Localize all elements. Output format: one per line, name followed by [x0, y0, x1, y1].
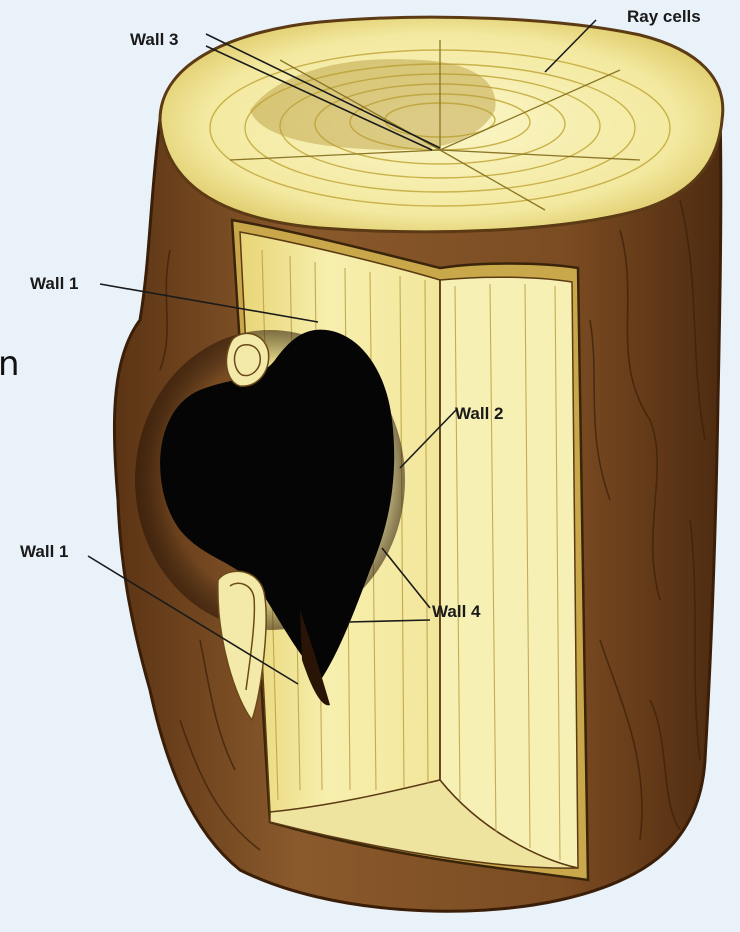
label-wall-1-bottom: Wall 1 [20, 542, 69, 561]
label-wall-1-top: Wall 1 [30, 274, 79, 293]
label-ray-cells: Ray cells [627, 7, 701, 26]
label-wall-4: Wall 4 [432, 602, 481, 621]
label-wall-2: Wall 2 [455, 404, 504, 423]
label-wall-3: Wall 3 [130, 30, 179, 49]
edge-glyph: n [0, 344, 20, 384]
